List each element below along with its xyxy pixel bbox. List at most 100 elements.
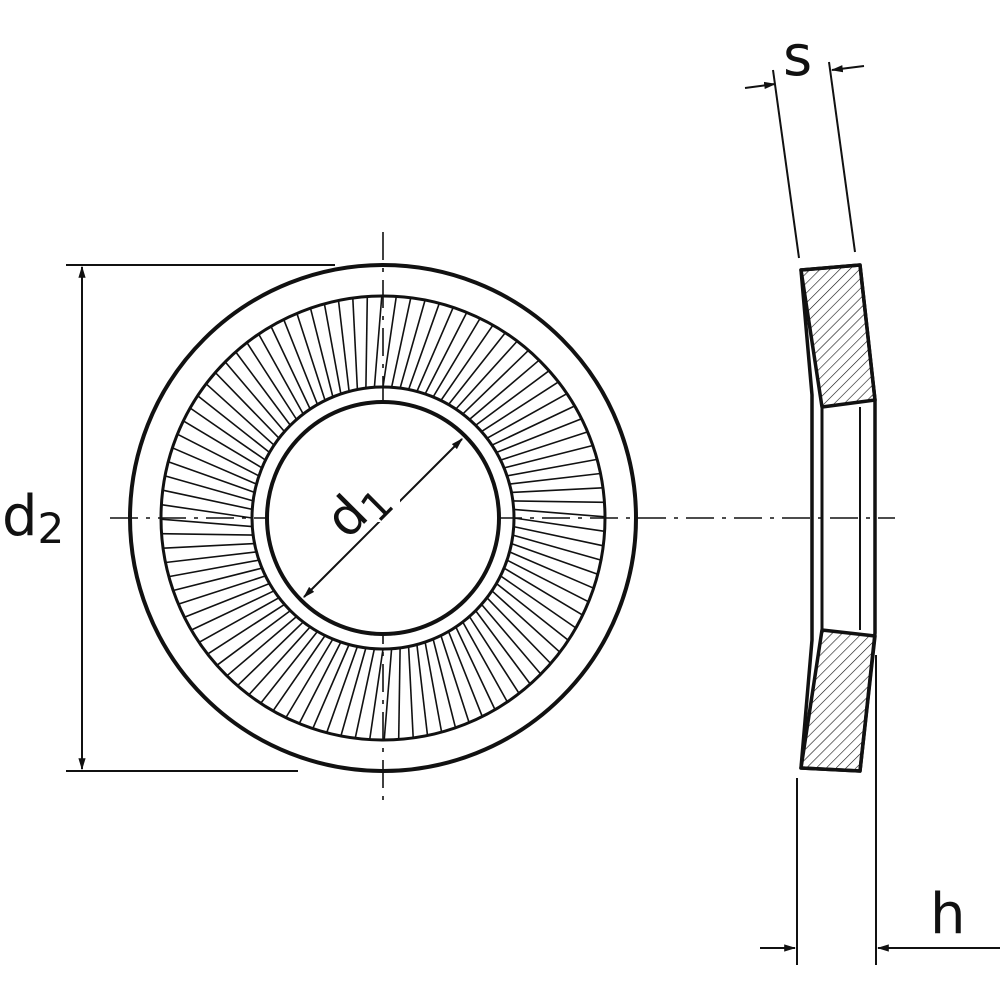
serration-line xyxy=(282,319,319,405)
s-label: s xyxy=(783,24,812,89)
serration-line xyxy=(272,635,326,712)
serration-line xyxy=(161,532,254,536)
upper-section-hatch xyxy=(799,263,877,409)
serration-line xyxy=(513,525,604,547)
serration-line xyxy=(480,603,542,675)
serration-line xyxy=(197,395,271,454)
serration-line xyxy=(503,444,593,469)
side-view xyxy=(799,263,877,773)
serration-line xyxy=(496,417,582,454)
serration-line xyxy=(390,297,412,388)
serration-line xyxy=(160,518,253,528)
serration-line xyxy=(168,559,260,578)
serration-line xyxy=(337,300,350,392)
serration-line xyxy=(164,475,254,502)
serration-line xyxy=(163,542,255,549)
s-extension-right xyxy=(828,61,856,253)
serration-line xyxy=(258,333,304,415)
s-arrow-left xyxy=(744,81,777,89)
serration-line xyxy=(462,621,508,703)
serration-line xyxy=(500,575,577,629)
serration-line xyxy=(373,295,383,388)
serration-line xyxy=(407,303,441,390)
serration-line xyxy=(500,431,588,461)
serration-line xyxy=(260,630,319,704)
serration-line xyxy=(354,648,376,739)
serration-line xyxy=(506,559,589,603)
serration-line xyxy=(207,603,285,655)
serration-line xyxy=(440,324,494,401)
serration-line xyxy=(172,447,257,485)
s-extension-left xyxy=(772,69,800,259)
serration-ring xyxy=(160,295,606,741)
serration-line xyxy=(513,517,605,533)
serration-line xyxy=(189,407,266,461)
serration-line xyxy=(161,503,253,519)
serration-line xyxy=(214,371,280,439)
s-arrow-right xyxy=(830,65,865,73)
serration-line xyxy=(205,383,275,446)
lower-section-hatch xyxy=(799,628,877,773)
serration-line xyxy=(491,590,561,653)
serration-line xyxy=(509,472,601,485)
serration-line xyxy=(462,349,530,415)
serration-line xyxy=(416,307,454,392)
serration-line xyxy=(168,460,255,494)
serration-line xyxy=(165,551,257,564)
serration-line xyxy=(475,370,550,427)
serration-line xyxy=(486,393,568,439)
serration-line xyxy=(511,487,603,494)
serration-inner-circle xyxy=(250,385,516,651)
d2-label: d2 xyxy=(2,484,64,553)
serration-line xyxy=(383,648,393,741)
serration-line xyxy=(162,489,253,511)
serration-line xyxy=(399,299,426,389)
serration-line xyxy=(424,641,443,733)
serration-line xyxy=(184,582,270,619)
serration-line xyxy=(495,582,569,641)
serration-line xyxy=(298,641,342,724)
serration-line xyxy=(365,296,369,389)
front-view xyxy=(110,232,895,805)
serration-line xyxy=(468,359,540,421)
serration-line xyxy=(512,500,605,504)
d2-dimension: d2 xyxy=(0,264,335,772)
serration-line xyxy=(296,313,326,401)
serration-line xyxy=(173,567,263,592)
serration-line xyxy=(325,646,359,733)
serration-line xyxy=(216,609,291,666)
serration-line xyxy=(513,508,606,518)
serration-line xyxy=(455,340,518,410)
serration-line xyxy=(368,648,384,740)
serration-line xyxy=(481,381,559,433)
serration-line xyxy=(309,308,334,398)
serration-line xyxy=(198,597,280,643)
serration-line xyxy=(416,644,429,736)
serration-line xyxy=(352,298,359,390)
serration-line xyxy=(506,458,598,477)
serration-line xyxy=(407,646,414,738)
serration-line xyxy=(270,326,311,410)
serration-line xyxy=(182,420,263,469)
h-dimension: h xyxy=(760,655,1000,965)
outer-circle xyxy=(128,263,638,773)
serration-line xyxy=(511,542,598,576)
serration-line xyxy=(224,361,286,433)
serration-line xyxy=(440,635,470,723)
serration-line xyxy=(486,597,552,665)
serration-line xyxy=(397,647,401,740)
serration-line xyxy=(312,644,350,729)
serration-line xyxy=(178,575,266,605)
serration-line xyxy=(236,621,304,687)
serration-line xyxy=(447,332,506,406)
serration-line xyxy=(235,351,292,426)
serration-line xyxy=(323,303,342,395)
h-label: h xyxy=(930,882,966,947)
serration-line xyxy=(177,433,260,477)
serration-line xyxy=(432,317,481,398)
serration-line xyxy=(503,567,584,616)
serration-line xyxy=(382,296,398,388)
serration-line xyxy=(491,405,575,446)
serration-line xyxy=(468,616,520,694)
